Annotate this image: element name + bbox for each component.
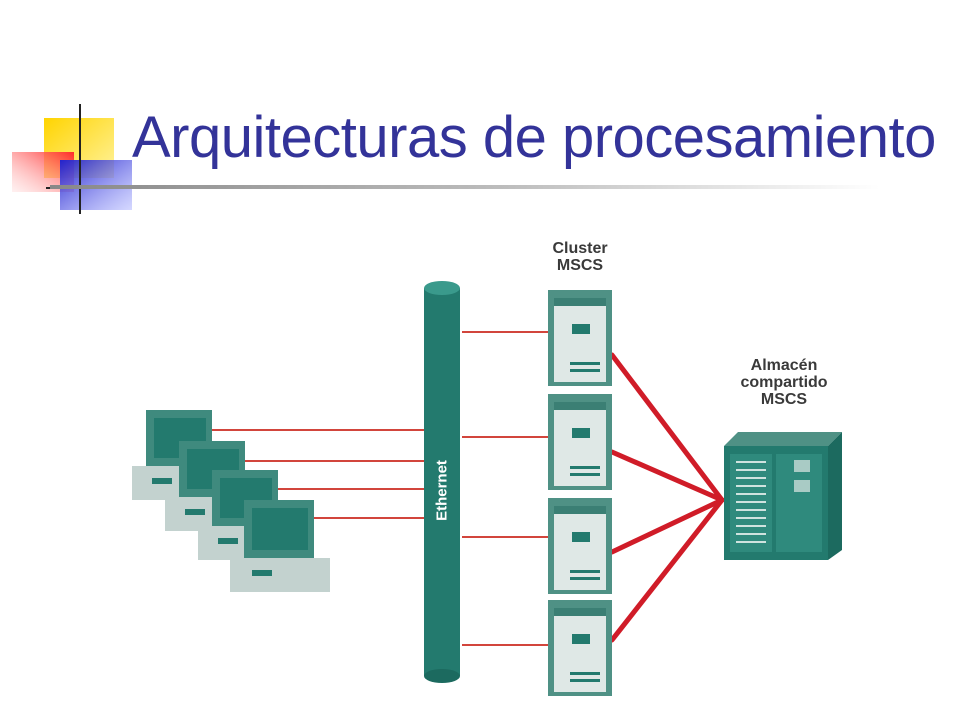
storage-label: Almacén compartido MSCS [716,357,852,408]
slide-title: Arquitecturas de procesamiento [132,105,936,170]
cluster-server [548,498,612,594]
storage-label-line3: MSCS [760,391,808,408]
storage-links [609,352,725,643]
cluster-server [548,290,612,386]
client-links [212,429,428,519]
server-links [462,331,549,646]
shared-storage [724,432,842,560]
ethernet-bus [424,281,460,683]
title-underline [50,185,880,189]
cluster-label-line2: MSCS [556,257,604,274]
storage-label-line2: compartido [740,374,828,391]
cluster-label: Cluster MSCS [530,240,630,274]
storage-label-line1: Almacén [750,357,818,374]
ethernet-label: Ethernet [434,441,451,541]
cluster-server [548,600,612,696]
client-workstation [230,500,330,592]
cluster-server [548,394,612,490]
ethernet-label-text: Ethernet [433,460,451,521]
cluster-label-line1: Cluster [552,240,608,257]
